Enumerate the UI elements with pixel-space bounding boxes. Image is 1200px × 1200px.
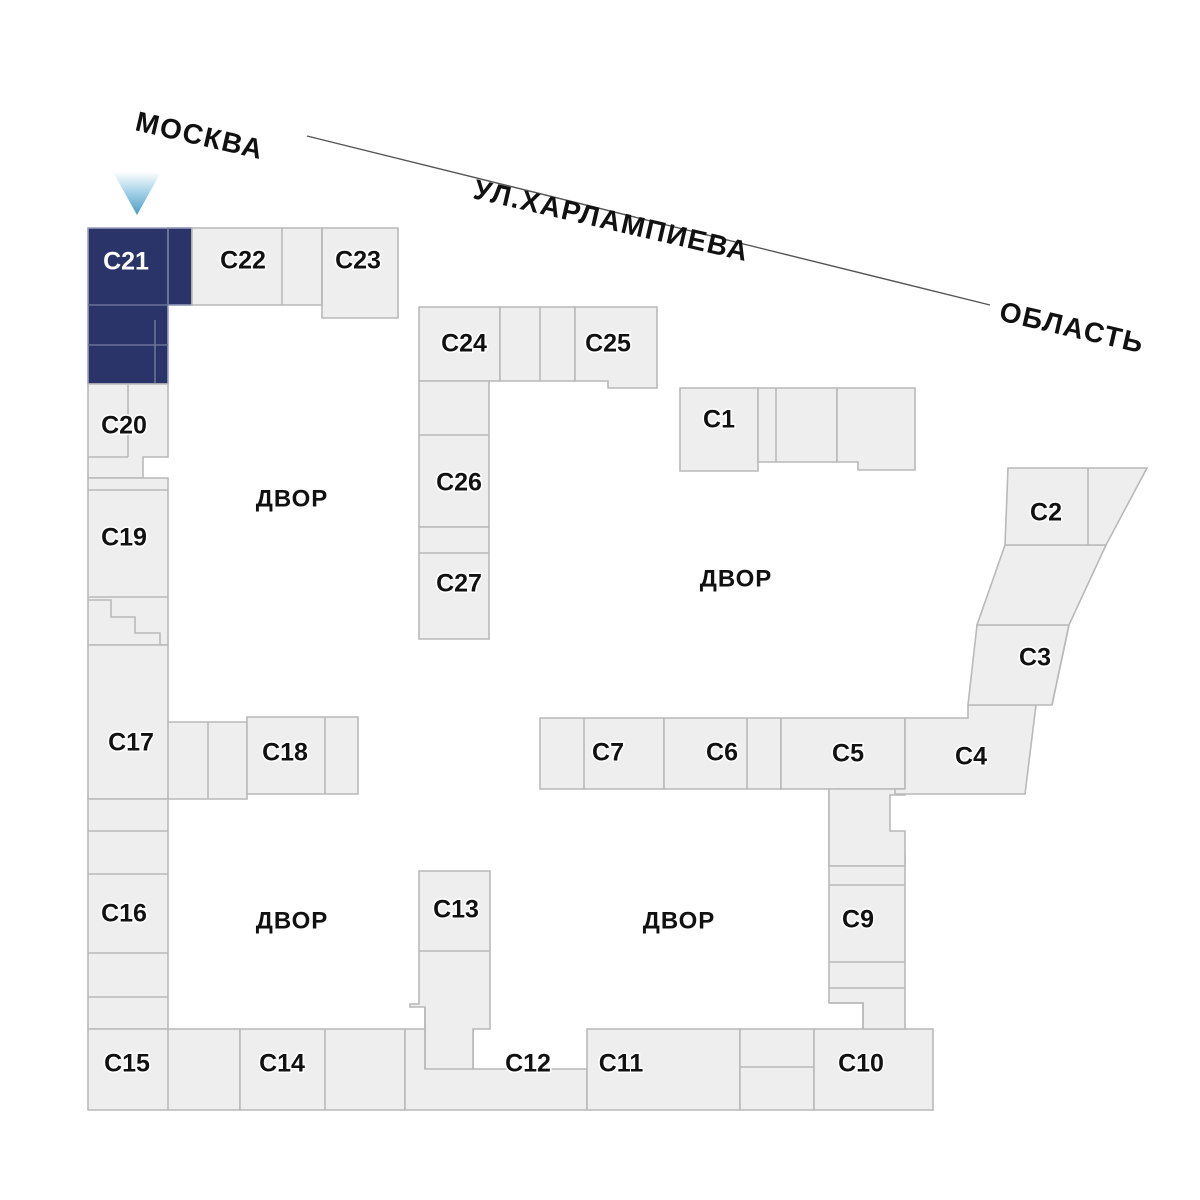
block-C9-notch (829, 1002, 864, 1029)
block-C19-label: C19 (101, 524, 147, 552)
block-C1-shape[interactable] (679, 387, 759, 472)
block-C19-shape[interactable] (87, 477, 169, 646)
block-C3-label: C2 (1030, 499, 1062, 527)
block-C20[interactable]: C20 (87, 383, 169, 479)
block-C3-shape[interactable] (1004, 467, 1149, 546)
block-C24[interactable]: C24 (418, 306, 501, 382)
block-C20-label: C20 (101, 412, 147, 440)
block-C9-shape[interactable] (828, 865, 906, 1030)
block-C11[interactable]: C11 (586, 1028, 741, 1111)
block-C4-divider-1 (1051, 624, 1070, 706)
yard-label-nw: ДВОР (256, 485, 329, 512)
block-C11-annex-shape[interactable] (739, 1028, 815, 1111)
block-C24-annex-shape[interactable] (499, 306, 576, 382)
block-C4-label: C3 (1019, 644, 1051, 672)
block-C6-label: C5 (832, 740, 864, 768)
block-C18[interactable]: C18 (246, 716, 359, 795)
block-C12-label: C12 (505, 1050, 551, 1078)
block-C25-label: C25 (585, 330, 631, 358)
block-C17-label: C17 (108, 729, 154, 757)
location-marker-icon (113, 172, 161, 215)
block-C4-upper-shape[interactable] (975, 544, 1108, 626)
block-C1-annex-shape[interactable] (757, 387, 838, 463)
block-C19-step-1 (88, 599, 161, 645)
block-C2-shape[interactable] (836, 387, 916, 471)
block-C27-shape[interactable] (418, 526, 490, 640)
block-C24-annex[interactable] (499, 306, 576, 382)
block-C23-label: C23 (335, 247, 381, 275)
block-C11-annex[interactable] (739, 1028, 815, 1111)
street-label-kharlampieva: УЛ.ХАРЛАМПИЕВА (471, 174, 753, 268)
block-C8[interactable]: C7 (539, 717, 665, 790)
block-C10-label: C10 (838, 1050, 884, 1078)
block-C6-ext-shape[interactable] (828, 788, 906, 867)
block-C3[interactable]: C2 (1004, 467, 1149, 546)
block-C26-label: C26 (436, 469, 482, 497)
block-C2[interactable] (836, 387, 916, 471)
block-C1-label: C1 (703, 406, 735, 434)
block-C14[interactable]: C14 (239, 1028, 406, 1111)
block-C21-shape-upper-ext (167, 227, 193, 306)
block-C4-upper[interactable] (975, 544, 1108, 626)
block-C14-label: C14 (259, 1050, 305, 1078)
street-leader-line (306, 135, 991, 306)
block-C16[interactable]: C16 (87, 798, 169, 1030)
block-C15[interactable]: C15 (87, 1028, 241, 1111)
yard-label-sw: ДВОР (256, 907, 329, 934)
block-C25[interactable]: C25 (574, 306, 658, 389)
block-C1[interactable]: C1 (679, 387, 759, 472)
block-C5-label: C4 (955, 743, 987, 771)
block-C9-label: C9 (842, 906, 874, 934)
block-C7-label: C6 (706, 739, 738, 767)
block-C5-shape[interactable] (894, 704, 1037, 795)
block-C26[interactable]: C26 (418, 380, 490, 528)
block-C10[interactable]: C10 (813, 1028, 934, 1111)
yard-label-se: ДВОР (643, 907, 716, 934)
block-C26-shape[interactable] (418, 380, 490, 528)
block-C5[interactable]: C4 (894, 704, 1037, 795)
block-C25-shape[interactable] (574, 306, 658, 389)
block-C19[interactable]: C19 (87, 477, 169, 646)
block-C18-label: C18 (262, 739, 308, 767)
block-C24-label: C24 (441, 330, 487, 358)
block-C15-label: C15 (104, 1050, 150, 1078)
block-C7[interactable]: C6 (663, 717, 782, 790)
block-C27-label: C27 (436, 570, 482, 598)
direction-label-oblast: ОБЛАСТЬ (997, 296, 1148, 359)
block-C22-label: C22 (220, 247, 266, 275)
block-C21-label: C21 (103, 248, 149, 276)
block-C9[interactable]: C9 (828, 865, 906, 1030)
block-C13[interactable]: C13 (409, 870, 491, 1070)
block-C17[interactable]: C17 (87, 644, 248, 800)
block-C11-label: C11 (599, 1050, 644, 1078)
block-C21[interactable]: C21 (87, 227, 193, 385)
block-C6[interactable]: C5 (780, 717, 906, 866)
block-C23[interactable]: C23 (321, 227, 399, 319)
direction-label-moscow: МОСКВА (133, 106, 267, 166)
block-C13-label: C13 (433, 896, 479, 924)
block-C18-shape[interactable] (246, 716, 359, 795)
block-C6-ext[interactable] (828, 788, 906, 867)
block-C22[interactable]: C22 (191, 227, 323, 306)
block-C4[interactable]: C3 (967, 624, 1070, 706)
block-C8-label: C7 (592, 739, 624, 767)
yard-label-ne: ДВОР (700, 565, 773, 592)
block-C27[interactable]: C27 (418, 526, 490, 640)
block-C16-label: C16 (101, 900, 147, 928)
block-C1-annex[interactable] (757, 387, 838, 463)
